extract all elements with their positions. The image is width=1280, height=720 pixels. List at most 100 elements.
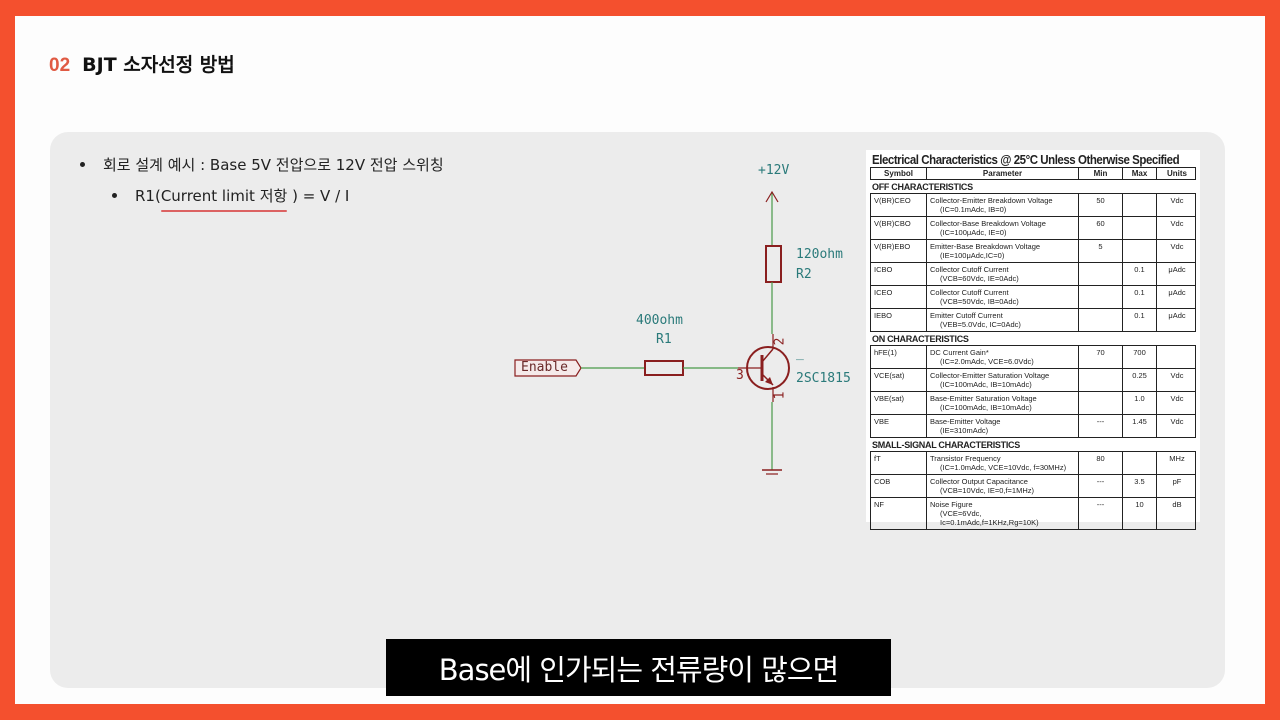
datasheet-table: Electrical Characteristics @ 25°C Unless… bbox=[866, 150, 1200, 530]
cell-parameter: DC Current Gain*(IC=2.0mAdc, VCE=6.0Vdc) bbox=[927, 346, 1079, 368]
circuit-schematic: +12V 120ohm R2 400ohm R1 Enable 3 2 1 _ … bbox=[500, 150, 880, 490]
cell-symbol: ICEO bbox=[871, 286, 927, 308]
datasheet-title: Electrical Characteristics @ 25°C Unless… bbox=[872, 153, 1180, 167]
cell-units: pF bbox=[1172, 477, 1182, 486]
cell-parameter: Transistor Frequency(IC=1.0mAdc, VCE=10V… bbox=[927, 452, 1079, 474]
sub-bullet-item: R1( Current limit 저항 ) = V / I bbox=[112, 185, 444, 212]
part-dash: _ bbox=[796, 346, 804, 361]
cell-min: 50 bbox=[1079, 194, 1123, 216]
col-units: Units bbox=[1167, 169, 1187, 178]
cell-max bbox=[1123, 452, 1157, 474]
resistor-r2-icon bbox=[765, 245, 782, 283]
bullet-dot-icon bbox=[112, 193, 117, 198]
pin-collector-label: 2 bbox=[772, 337, 788, 346]
cell-parameter: Emitter Cutoff Current(VEB=5.0Vdc, IC=0A… bbox=[927, 309, 1079, 331]
page-title: BJT 소자선정 방법 bbox=[82, 54, 235, 76]
col-min: Min bbox=[1079, 168, 1123, 179]
part-number-label: 2SC1815 bbox=[796, 371, 851, 386]
cell-parameter: Collector Cutoff Current(VCB=60Vdc, IE=0… bbox=[927, 263, 1079, 285]
section-heading: ON CHARACTERISTICS bbox=[872, 334, 969, 344]
cell-units: μAdc bbox=[1168, 311, 1186, 320]
table-header: Symbol Parameter Min Max Units bbox=[870, 167, 1196, 180]
npn-transistor-icon bbox=[746, 334, 790, 402]
cell-parameter: Noise Figure(VCE=6Vdc, Ic=0.1mAdc,f=1KHz… bbox=[927, 498, 1079, 529]
cell-symbol: V(BR)EBO bbox=[871, 240, 927, 262]
schematic-drawing bbox=[514, 190, 790, 475]
cell-units: dB bbox=[1172, 500, 1182, 509]
col-max: Max bbox=[1123, 168, 1157, 179]
cell-symbol: VBE bbox=[871, 415, 927, 437]
cell-symbol: ICBO bbox=[871, 263, 927, 285]
section-heading: OFF CHARACTERISTICS bbox=[872, 182, 973, 192]
r1-ref-label: R1 bbox=[656, 332, 672, 347]
cell-symbol: fT bbox=[871, 452, 927, 474]
cell-min bbox=[1079, 392, 1123, 414]
power-arrow-icon bbox=[765, 190, 779, 245]
enable-label: Enable bbox=[521, 360, 568, 375]
cell-parameter: Base-Emitter Voltage(IE=310mAdc) bbox=[927, 415, 1079, 437]
cell-max: 0.25 bbox=[1123, 369, 1157, 391]
r1-value-label: 400ohm bbox=[636, 313, 683, 328]
cell-units: Vdc bbox=[1170, 417, 1184, 426]
section-number: 02 bbox=[49, 55, 71, 76]
cell-max: 10 bbox=[1123, 498, 1157, 529]
cell-max: 0.1 bbox=[1123, 263, 1157, 285]
cell-max bbox=[1123, 240, 1157, 262]
cell-units: Vdc bbox=[1170, 242, 1184, 251]
cell-max: 1.0 bbox=[1123, 392, 1157, 414]
cell-max: 0.1 bbox=[1123, 286, 1157, 308]
cell-symbol: V(BR)CBO bbox=[871, 217, 927, 239]
cell-min bbox=[1079, 369, 1123, 391]
col-parameter: Parameter bbox=[927, 168, 1079, 179]
cell-max: 700 bbox=[1123, 346, 1157, 368]
col-symbol: Symbol bbox=[871, 168, 927, 179]
bullet-prefix: R1( bbox=[135, 186, 161, 205]
table-row: VCE(sat)Collector-Emitter Saturation Vol… bbox=[871, 369, 1195, 392]
cell-min: 70 bbox=[1079, 346, 1123, 368]
r2-value-label: 120ohm bbox=[796, 247, 843, 262]
cell-min: 80 bbox=[1079, 452, 1123, 474]
cell-symbol: NF bbox=[871, 498, 927, 529]
cell-max: 3.5 bbox=[1123, 475, 1157, 497]
cell-units: μAdc bbox=[1168, 288, 1186, 297]
cell-parameter: Base-Emitter Saturation Voltage(IC=100mA… bbox=[927, 392, 1079, 414]
cell-min: --- bbox=[1079, 498, 1123, 529]
resistor-r1-icon bbox=[644, 360, 684, 376]
r2-ref-label: R2 bbox=[796, 267, 812, 282]
cell-parameter: Emitter-Base Breakdown Voltage(IE=100μAd… bbox=[927, 240, 1079, 262]
cell-symbol: IEBO bbox=[871, 309, 927, 331]
bullet-item: 회로 설계 예시 : Base 5V 전압으로 12V 전압 스위칭 bbox=[80, 154, 444, 175]
cell-parameter: Collector Cutoff Current(VCB=50Vdc, IB=0… bbox=[927, 286, 1079, 308]
cell-min bbox=[1079, 286, 1123, 308]
cell-symbol: VCE(sat) bbox=[871, 369, 927, 391]
slide: 02 BJT 소자선정 방법 회로 설계 예시 : Base 5V 전압으로 1… bbox=[15, 16, 1265, 704]
pin-base-label: 3 bbox=[736, 368, 744, 383]
bullet-suffix: ) = V / I bbox=[287, 186, 350, 205]
cell-max bbox=[1123, 217, 1157, 239]
cell-max: 0.1 bbox=[1123, 309, 1157, 331]
pin-emitter-label: 1 bbox=[772, 391, 788, 400]
subtitle-caption: Base에 인가되는 전류량이 많으면 bbox=[386, 639, 891, 696]
cell-min bbox=[1079, 263, 1123, 285]
cell-parameter: Collector-Emitter Breakdown Voltage(IC=0… bbox=[927, 194, 1079, 216]
table-row: hFE(1)DC Current Gain*(IC=2.0mAdc, VCE=6… bbox=[871, 346, 1195, 369]
table-row: VBE(sat)Base-Emitter Saturation Voltage(… bbox=[871, 392, 1195, 415]
cell-symbol: COB bbox=[871, 475, 927, 497]
cell-units bbox=[1157, 346, 1197, 368]
bullet-text: 회로 설계 예시 : Base 5V 전압으로 12V 전압 스위칭 bbox=[103, 156, 444, 174]
cell-units: Vdc bbox=[1170, 371, 1184, 380]
cell-symbol: VBE(sat) bbox=[871, 392, 927, 414]
cell-min: --- bbox=[1079, 415, 1123, 437]
cell-min: --- bbox=[1079, 475, 1123, 497]
